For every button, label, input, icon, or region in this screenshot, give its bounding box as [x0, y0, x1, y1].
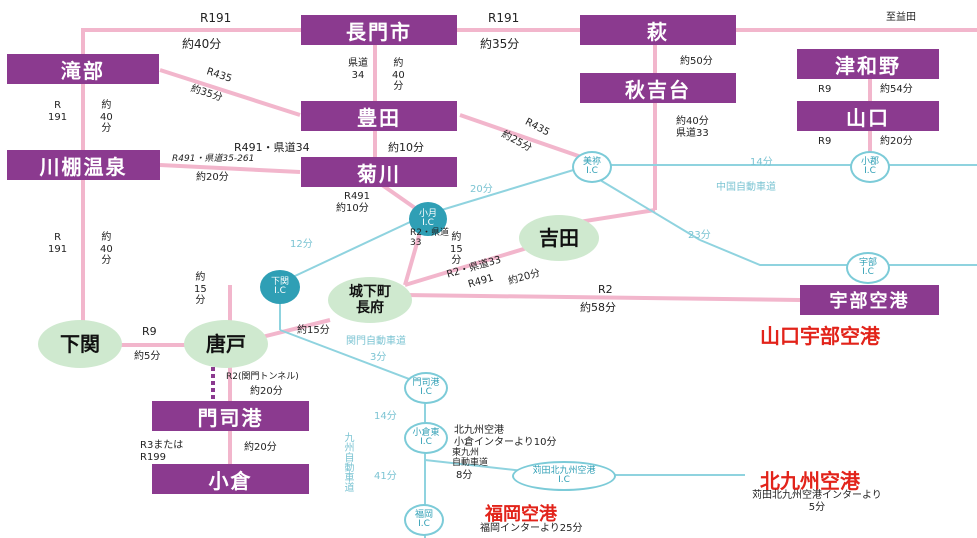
- city-ube-airport: 宇部空港: [800, 285, 939, 315]
- city-hagi: 萩: [580, 15, 736, 45]
- label-r491-35-time: 約20分: [196, 172, 229, 183]
- ic-ube: 宇部 I.C: [846, 252, 890, 284]
- airport-fukuoka: 福岡空港: [485, 504, 557, 525]
- city-takibe: 滝部: [7, 54, 159, 84]
- city-toyota: 豊田: [301, 101, 457, 131]
- airport-kitakyushu-note: 苅田北九州空港インターより 5分: [752, 490, 882, 513]
- label-masuda: 至益田: [886, 12, 916, 23]
- label-r3-time: 約20分: [244, 442, 277, 453]
- label-ex-chugoku: 中国自動車道: [716, 182, 776, 193]
- ic-fukuoka: 福岡 I.C: [404, 504, 444, 536]
- label-karato-time: 約 15 分: [194, 272, 207, 306]
- label-r191-low: R 191: [48, 232, 68, 255]
- label-ex-23: 23分: [688, 230, 711, 241]
- label-ex-12: 12分: [290, 239, 313, 250]
- airport-yamaguchi-ube: 山口宇部空港: [760, 324, 880, 348]
- label-r191-left-time: 約 40 分: [100, 100, 113, 134]
- ic-shimonoseki: 下関 I.C: [260, 270, 300, 304]
- label-higashi-time: 8分: [456, 470, 473, 481]
- ic-kokura: 小倉東 I.C: [404, 422, 448, 454]
- city-kawatana: 川棚温泉: [7, 150, 160, 180]
- label-kokura-note: 北九州空港 小倉インターより10分: [454, 425, 557, 448]
- label-yamaguchi-time: 約20分: [880, 136, 913, 147]
- city-karato: 唐戸: [184, 320, 268, 368]
- label-r3: R3または R199: [140, 440, 184, 463]
- label-r2-kendo-time: 約 15 分: [450, 232, 463, 266]
- city-yamaguchi: 山口: [797, 101, 939, 131]
- label-ex-14b: 14分: [374, 411, 397, 422]
- label-r491-time: 約10分: [336, 203, 369, 214]
- label-kyushu: 九州自動車道: [342, 432, 353, 492]
- label-r2-tunnel-time: 約20分: [250, 386, 283, 397]
- label-r191-top-time: 約40分: [182, 37, 222, 51]
- label-r491-35: R491・県道35-261: [172, 154, 255, 164]
- city-tsuwano: 津和野: [797, 49, 939, 79]
- label-r2-kendo: R2・県道 33: [410, 228, 449, 249]
- label-r191-left: R 191: [48, 100, 68, 123]
- label-r191-low-time: 約 40 分: [100, 232, 113, 266]
- ic-kozuki: 小月 I.C: [409, 202, 447, 236]
- label-ex-41: 41分: [374, 471, 397, 482]
- label-r191-mid-time: 約35分: [480, 37, 520, 51]
- label-aki-time1: 約40分: [676, 116, 709, 127]
- label-r191-mid: R191: [488, 11, 520, 25]
- label-r2: R2: [598, 283, 613, 296]
- ic-mine: 美祢 I.C: [572, 151, 612, 183]
- city-kikugawa: 菊川: [301, 157, 457, 187]
- label-kendo34-time: 約 40 分: [392, 58, 405, 92]
- ic-kitakyushu-airport: 苅田北九州空港 I.C: [512, 461, 616, 491]
- label-aki-time2: 県道33: [676, 128, 709, 139]
- label-hagi-aki-time: 約50分: [680, 56, 713, 67]
- label-yamaguchi-route: R9: [818, 136, 832, 147]
- label-r491-34: R491・県道34: [234, 141, 310, 154]
- label-kanmon-time: 3分: [370, 352, 387, 363]
- label-r15: 約15分: [297, 325, 330, 336]
- city-shimonoseki: 下関: [38, 320, 122, 368]
- airport-fukuoka-note: 福岡インターより25分: [480, 523, 583, 534]
- city-kokura: 小倉: [152, 464, 309, 494]
- label-ex-20: 20分: [470, 184, 493, 195]
- label-ex-14: 14分: [750, 157, 773, 168]
- city-jokamachi: 城下町 長府: [328, 277, 412, 323]
- label-higashi: 東九州 自動車道: [452, 448, 489, 469]
- label-r191-top: R191: [200, 11, 232, 25]
- ic-moji: 門司港 I.C: [404, 372, 448, 404]
- label-tsuwano-route: R9: [818, 84, 832, 95]
- label-r2-time: 約58分: [580, 301, 616, 314]
- label-kendo34: 県道 34: [348, 58, 368, 81]
- label-r9: R9: [142, 325, 157, 338]
- ic-ogori: 小郡 I.C: [850, 151, 890, 183]
- label-tsuwano-time: 約54分: [880, 84, 913, 95]
- city-yoshida: 吉田: [519, 215, 599, 261]
- label-kanmon: 関門自動車道: [346, 336, 406, 347]
- label-r491-34-time: 約10分: [388, 141, 424, 154]
- label-r2-tunnel: R2(関門トンネル): [226, 372, 299, 382]
- label-r491: R491: [344, 191, 371, 202]
- city-mojiko: 門司港: [152, 401, 309, 431]
- city-nagato: 長門市: [301, 15, 457, 45]
- label-r9-time: 約5分: [134, 351, 161, 362]
- airport-kitakyushu: 北九州空港: [760, 469, 860, 493]
- city-akiyoshidai: 秋吉台: [580, 73, 736, 103]
